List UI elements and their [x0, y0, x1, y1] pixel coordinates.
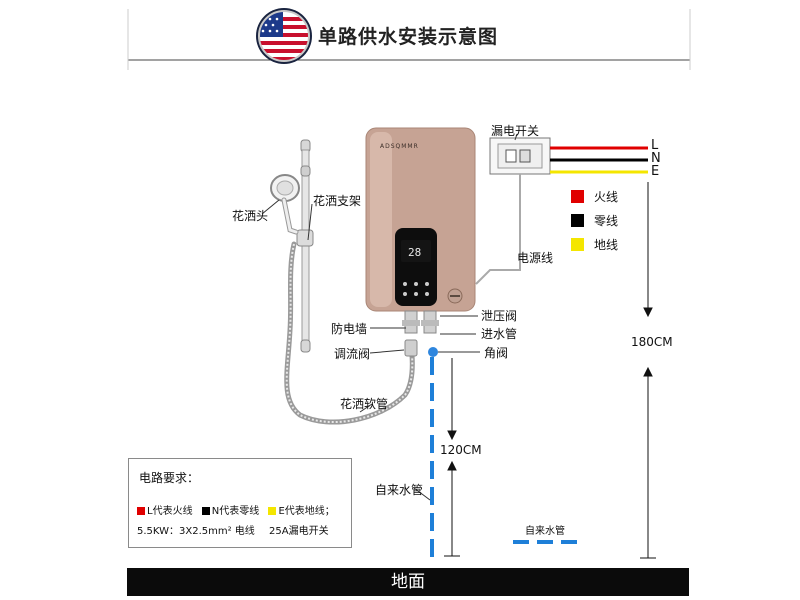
label-flow-valve: 调流阀 [334, 347, 371, 361]
label-shower-hose: 花洒软管 [340, 397, 389, 411]
legend-item-neutral: 零线 [571, 207, 641, 233]
dimension-180cm [640, 182, 656, 559]
ground-bar: 地面 [127, 568, 689, 596]
leakage-switch-box [489, 137, 551, 175]
label-angle-valve: 角阀 [484, 346, 509, 360]
legend-swatch-red [571, 189, 584, 203]
heater-brand-logo: ADSQMMR [380, 143, 419, 150]
req-swatch-red [137, 507, 145, 515]
label-leakage-switch: 漏电开关 [491, 124, 540, 138]
label-pressure-valve: 泄压阀 [481, 309, 518, 323]
anti-shock-wall-fittings [402, 310, 439, 357]
header-bar: 单路供水安装示意图 [0, 0, 800, 70]
label-anti-shock-wall: 防电墙 [331, 322, 368, 336]
label-tap-water-pipe: 自来水管 [375, 483, 424, 497]
page-title: 单路供水安装示意图 [318, 26, 499, 48]
requirements-legend-line: L代表火线 N代表零线 E代表地线； [137, 502, 335, 517]
label-shower-bracket: 花洒支架 [313, 194, 362, 208]
label-tap-water-pipe-right: 自来水管 [525, 526, 565, 537]
label-power-line: 电源线 [517, 251, 554, 265]
label-height-180cm: 180CM [631, 335, 673, 349]
req-swatch-yellow [268, 507, 277, 515]
ground-label: 地面 [391, 572, 425, 592]
heater-display-value: 28 [408, 246, 421, 259]
label-inlet-pipe: 进水管 [481, 327, 518, 341]
wire-label-n: N [651, 151, 661, 166]
wire-label-e: E [651, 164, 660, 179]
header-rule-line [127, 9, 691, 70]
legend-swatch-yellow [571, 237, 584, 251]
legend-item-live: 火线 [571, 185, 641, 207]
wire-label-l: L [651, 138, 659, 153]
req-swatch-black [201, 507, 210, 515]
requirements-title: 电路要求： [139, 471, 200, 485]
leader-lines [261, 133, 518, 501]
water-heater [365, 127, 476, 312]
shower-rail [296, 139, 314, 353]
requirements-spec-wire: 5.5KW：3X2.5mm² 电线 [137, 526, 255, 537]
requirements-spec-switch: 25A漏电开关 [269, 526, 329, 537]
legend-swatch-black [571, 213, 584, 227]
label-shower-head: 花洒头 [232, 209, 269, 223]
power-line [475, 174, 521, 285]
circuit-requirements-box: 电路要求： L代表火线 N代表零线 E代表地线； 5.5KW：3X2.5mm² … [128, 458, 352, 548]
wire-legend: 火线 零线 地线 [571, 185, 641, 255]
legend-item-earth: 地线 [571, 233, 641, 255]
shower-head [270, 174, 300, 235]
usa-flag-emblem-logo [256, 8, 312, 64]
label-height-120cm: 120CM [440, 443, 482, 457]
dimension-120cm [444, 358, 460, 557]
